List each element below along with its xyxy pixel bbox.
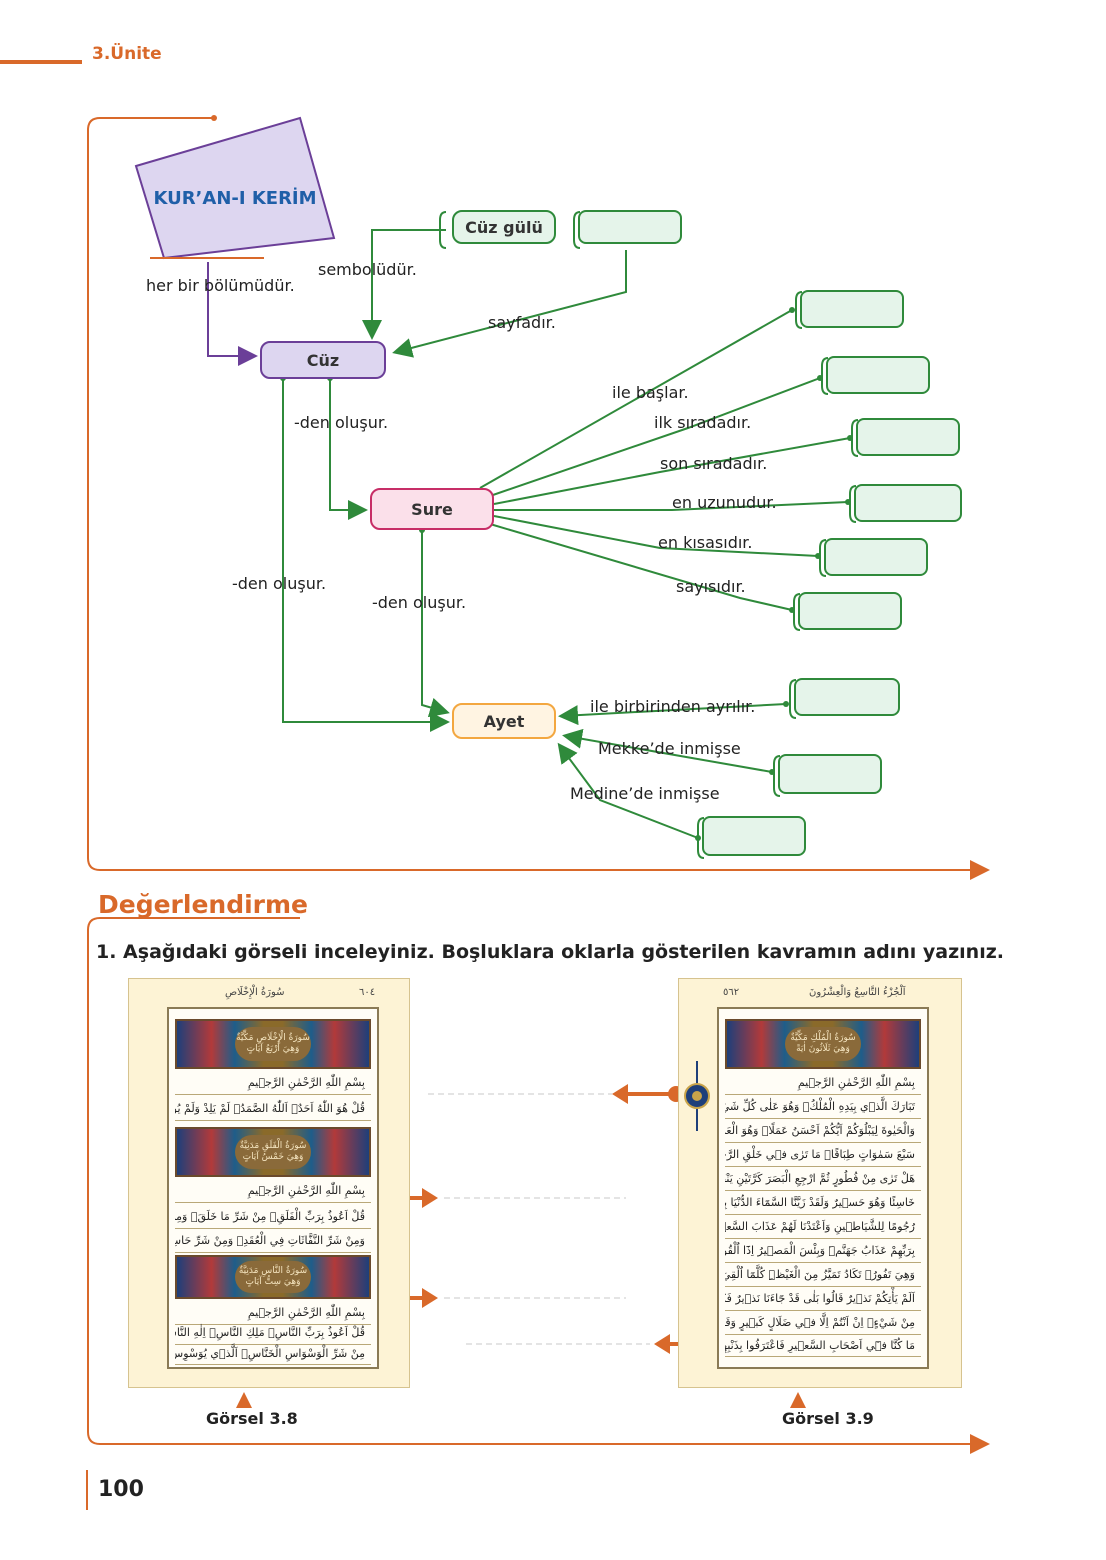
page-number-rule: [86, 1470, 88, 1510]
node-sure: Sure: [370, 488, 494, 530]
answer-blank[interactable]: [800, 290, 904, 328]
surah-band-title: سُورَةُ النَّاسِ مَدَنِيَّةٌ وَهِيَ سِتُ…: [234, 1261, 312, 1293]
label-ile-baslar: ile başlar.: [612, 383, 689, 402]
label-en-uzun: en uzunudur.: [672, 493, 777, 512]
basmala: بِسْمِ اللّٰهِ الرَّحْمٰنِ الرَّج۪يمِ: [175, 1301, 371, 1325]
answer-blank[interactable]: [702, 816, 806, 856]
surah-band-title: سُورَةُ الْمُلْكِ مَكِّيَّةٌ وَهِيَ ثَلَ…: [784, 1027, 862, 1061]
label-her-bir: her bir bölümüdür.: [146, 276, 295, 295]
label-den-olusur: -den oluşur.: [372, 593, 467, 612]
frame-top: [87, 117, 990, 880]
ayah-line: وَمِنْ شَرِّ النَّفَّاثَاتِ فِي الْعُقَد…: [175, 1229, 371, 1253]
answer-blank[interactable]: [824, 538, 928, 576]
surah-band: سُورَةُ النَّاسِ مَدَنِيَّةٌ وَهِيَ سِتُ…: [175, 1255, 371, 1299]
answer-blank[interactable]: [778, 754, 882, 794]
surah-band: سُورَةُ الْمُلْكِ مَكِّيَّةٌ وَهِيَ ثَلَ…: [725, 1019, 921, 1069]
caption-right: Görsel 3.9: [782, 1409, 874, 1428]
page-number-arabic: ٦٠٤: [359, 987, 376, 998]
text-frame: سُورَةُ الْمُلْكِ مَكِّيَّةٌ وَهِيَ ثَلَ…: [717, 1007, 929, 1369]
answer-blank[interactable]: [798, 592, 902, 630]
ayah-line: قُلْ هُوَ اللّٰهُ اَحَدٌۚ اَللّٰهُ الصَّ…: [175, 1097, 371, 1121]
ayah-line: رُجُومًا لِلشَّيَاط۪ينِ وَاَعْتَدْنَا لَ…: [725, 1215, 921, 1239]
juz-header: اَلْجُزْءُ التَّاسِعُ وَالْعِشْرُونَ: [809, 987, 906, 998]
answer-blank[interactable]: [854, 484, 962, 522]
label-mekke: Mekke’de inmişse: [598, 739, 741, 758]
label-son-sira: son sıradadır.: [660, 454, 768, 473]
surah-band-title: سُورَةُ الْإِخْلَاصِ مَكِّيَّةٌ وَهِيَ أ…: [234, 1027, 312, 1061]
ayah-line: وَالْحَيٰوةَ لِيَبْلُوَكُمْ اَيُّكُمْ اَ…: [725, 1119, 921, 1143]
text-frame: سُورَةُ الْإِخْلَاصِ مَكِّيَّةٌ وَهِيَ أ…: [167, 1007, 379, 1369]
surah-band-title: سُورَةُ الْفَلَقِ مَدَنِيَّةٌ وَهِيَ خَم…: [234, 1135, 312, 1169]
ayah-line: قُلْ اَعُوذُ بِرَبِّ النَّاسِۙ مَلِكِ ال…: [175, 1321, 371, 1345]
label-medine: Medine’de inmişse: [570, 784, 720, 803]
label-sembol: sembolüdür.: [318, 260, 417, 279]
answer-blank[interactable]: [826, 356, 930, 394]
basmala: بِسْمِ اللّٰهِ الرَّحْمٰنِ الرَّج۪يمِ: [175, 1071, 371, 1095]
surah-band: سُورَةُ الْفَلَقِ مَدَنِيَّةٌ وَهِيَ خَم…: [175, 1127, 371, 1177]
ayah-line: هَلْ تَرٰى مِنْ فُطُورٍ ثُمَّ ارْجِعِ ال…: [725, 1167, 921, 1191]
page-number: 100: [98, 1477, 144, 1502]
mushaf-page-left: ٦٠٤ سُورَةُ الْإِخْلَاصِ سُورَةُ الْإِخْ…: [128, 978, 410, 1388]
label-den-olusur: -den oluşur.: [232, 574, 327, 593]
ayah-line: سَبْعَ سَمٰوَاتٍ طِبَاقًاۜ مَا تَرٰى ف۪ي…: [725, 1143, 921, 1167]
unit-rule: [0, 60, 82, 64]
ayah-line: تَبَارَكَ الَّذ۪ي بِيَدِهِ الْمُلْكُۘ وَ…: [725, 1095, 921, 1119]
title-shape: [134, 116, 336, 260]
frame-bottom: [87, 917, 990, 1454]
mushaf-page-right: ٥٦٢ اَلْجُزْءُ التَّاسِعُ وَالْعِشْرُونَ…: [678, 978, 962, 1388]
answer-blank[interactable]: [856, 418, 960, 456]
basmala: بِسْمِ اللّٰهِ الرَّحْمٰنِ الرَّج۪يمِ: [725, 1071, 921, 1095]
page-number-arabic: ٥٦٢: [723, 987, 740, 998]
caption-left: Görsel 3.8: [206, 1409, 298, 1428]
surah-header: سُورَةُ الْإِخْلَاصِ: [225, 987, 285, 998]
label-ilk-sira: ilk sıradadır.: [654, 413, 752, 432]
ayah-line: اَلَمْ يَأْتِكُمْ نَذ۪يرٌ قَالُوا بَلٰى …: [725, 1287, 921, 1311]
label-den-olusur: -den oluşur.: [294, 413, 389, 432]
node-cuz: Cüz: [260, 341, 386, 379]
ayah-line: مَا كُنَّا ف۪ٓي اَصْحَابِ السَّع۪يرِ فَا…: [725, 1335, 921, 1357]
node-cuz-gulu: Cüz gülü: [452, 210, 556, 244]
unit-label: 3.Ünite: [92, 44, 162, 64]
basmala: بِسْمِ اللّٰهِ الرَّحْمٰنِ الرَّج۪يمِ: [175, 1179, 371, 1203]
ayah-line: خَاسِئًا وَهُوَ حَس۪يرٌ وَلَقَدْ زَيَّنَ…: [725, 1191, 921, 1215]
ayah-line: مِنْ شَرِّ الْوَسْوَاسِ الْخَنَّاسِۙ اَل…: [175, 1343, 371, 1365]
section-title: Değerlendirme: [98, 890, 309, 919]
ayah-line: قُلْ اَعُوذُ بِرَبِّ الْفَلَقِۙ مِنْ شَر…: [175, 1205, 371, 1229]
answer-blank[interactable]: [578, 210, 682, 244]
answer-blank[interactable]: [794, 678, 900, 716]
ayah-line: مِنْ شَيْءٍۚ اِنْ اَنْتُمْ اِلَّا ف۪ي ضَ…: [725, 1311, 921, 1335]
ayah-line: بِرَبِّهِمْ عَذَابُ جَهَنَّمَۜ وَبِئْسَ …: [725, 1239, 921, 1263]
surah-band: سُورَةُ الْإِخْلَاصِ مَكِّيَّةٌ وَهِيَ أ…: [175, 1019, 371, 1069]
question-text: 1. Aşağıdaki görseli inceleyiniz. Boşluk…: [96, 941, 1004, 963]
juz-rose-icon: [684, 1061, 710, 1131]
node-ayet: Ayet: [452, 703, 556, 739]
ayah-line: وَهِيَ تَفُورُۙ تَكَادُ تَمَيَّزُ مِنَ ا…: [725, 1263, 921, 1287]
label-ayrilir: ile birbirinden ayrılır.: [590, 697, 756, 716]
label-sayisi: sayısıdır.: [676, 577, 746, 596]
label-en-kisa: en kısasıdır.: [658, 533, 753, 552]
diagram-title: KUR’AN-I KERİM: [153, 187, 317, 209]
label-sayfa: sayfadır.: [488, 313, 556, 332]
